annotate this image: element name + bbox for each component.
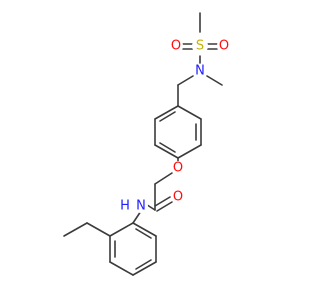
bond-ring1-c	[177, 144, 202, 159]
bond-co-b	[154, 196, 171, 207]
sulfonyl-oxygen-right: O	[217, 39, 231, 54]
nitrogen-label: N	[136, 199, 146, 214]
bond-n-ring	[132, 210, 142, 224]
bonds	[63, 12, 223, 276]
bond-ring2-f	[109, 222, 134, 237]
bond-ring2-a	[132, 222, 157, 237]
bond-o-ch2	[154, 172, 173, 185]
bond-n-methyl	[206, 75, 223, 86]
bond-ring1-double-2	[159, 142, 176, 153]
oxygen-label: O	[219, 39, 229, 54]
bond-n-ch2	[177, 75, 194, 86]
sulfur-label: S	[196, 39, 204, 54]
bond-ring2-c	[132, 261, 157, 276]
sulfonamide-nitrogen: N	[193, 64, 207, 79]
sulfur-atom: S	[192, 38, 208, 54]
bond-ring2-d	[109, 261, 134, 276]
bond-ring1-d	[154, 144, 179, 159]
ether-oxygen: O	[171, 161, 185, 176]
bond-ring-ethyl	[86, 222, 111, 237]
bond-ring2-double-1	[135, 228, 152, 239]
oxygen-label: O	[173, 190, 183, 205]
oxygen-label: O	[173, 161, 183, 176]
nitrogen-label: N	[195, 64, 205, 79]
bond-co-a	[156, 201, 173, 212]
carbonyl-oxygen: O	[171, 190, 185, 205]
bond-ring2-double-2	[135, 259, 152, 270]
bond-ring1-a	[177, 105, 202, 120]
oxygen-label: O	[171, 39, 181, 54]
sulfonyl-oxygen-left: O	[169, 39, 183, 54]
atom-labels: S O O N O O N H	[120, 38, 231, 214]
bond-ethyl	[63, 222, 88, 237]
amide-hydrogen-label: H	[120, 199, 130, 214]
molecule-structure: S O O N O O N H	[63, 12, 231, 276]
bond-ring1-double-3	[159, 111, 176, 122]
amide-nitrogen: N H	[120, 199, 148, 214]
bond-ring1-f	[154, 105, 179, 120]
